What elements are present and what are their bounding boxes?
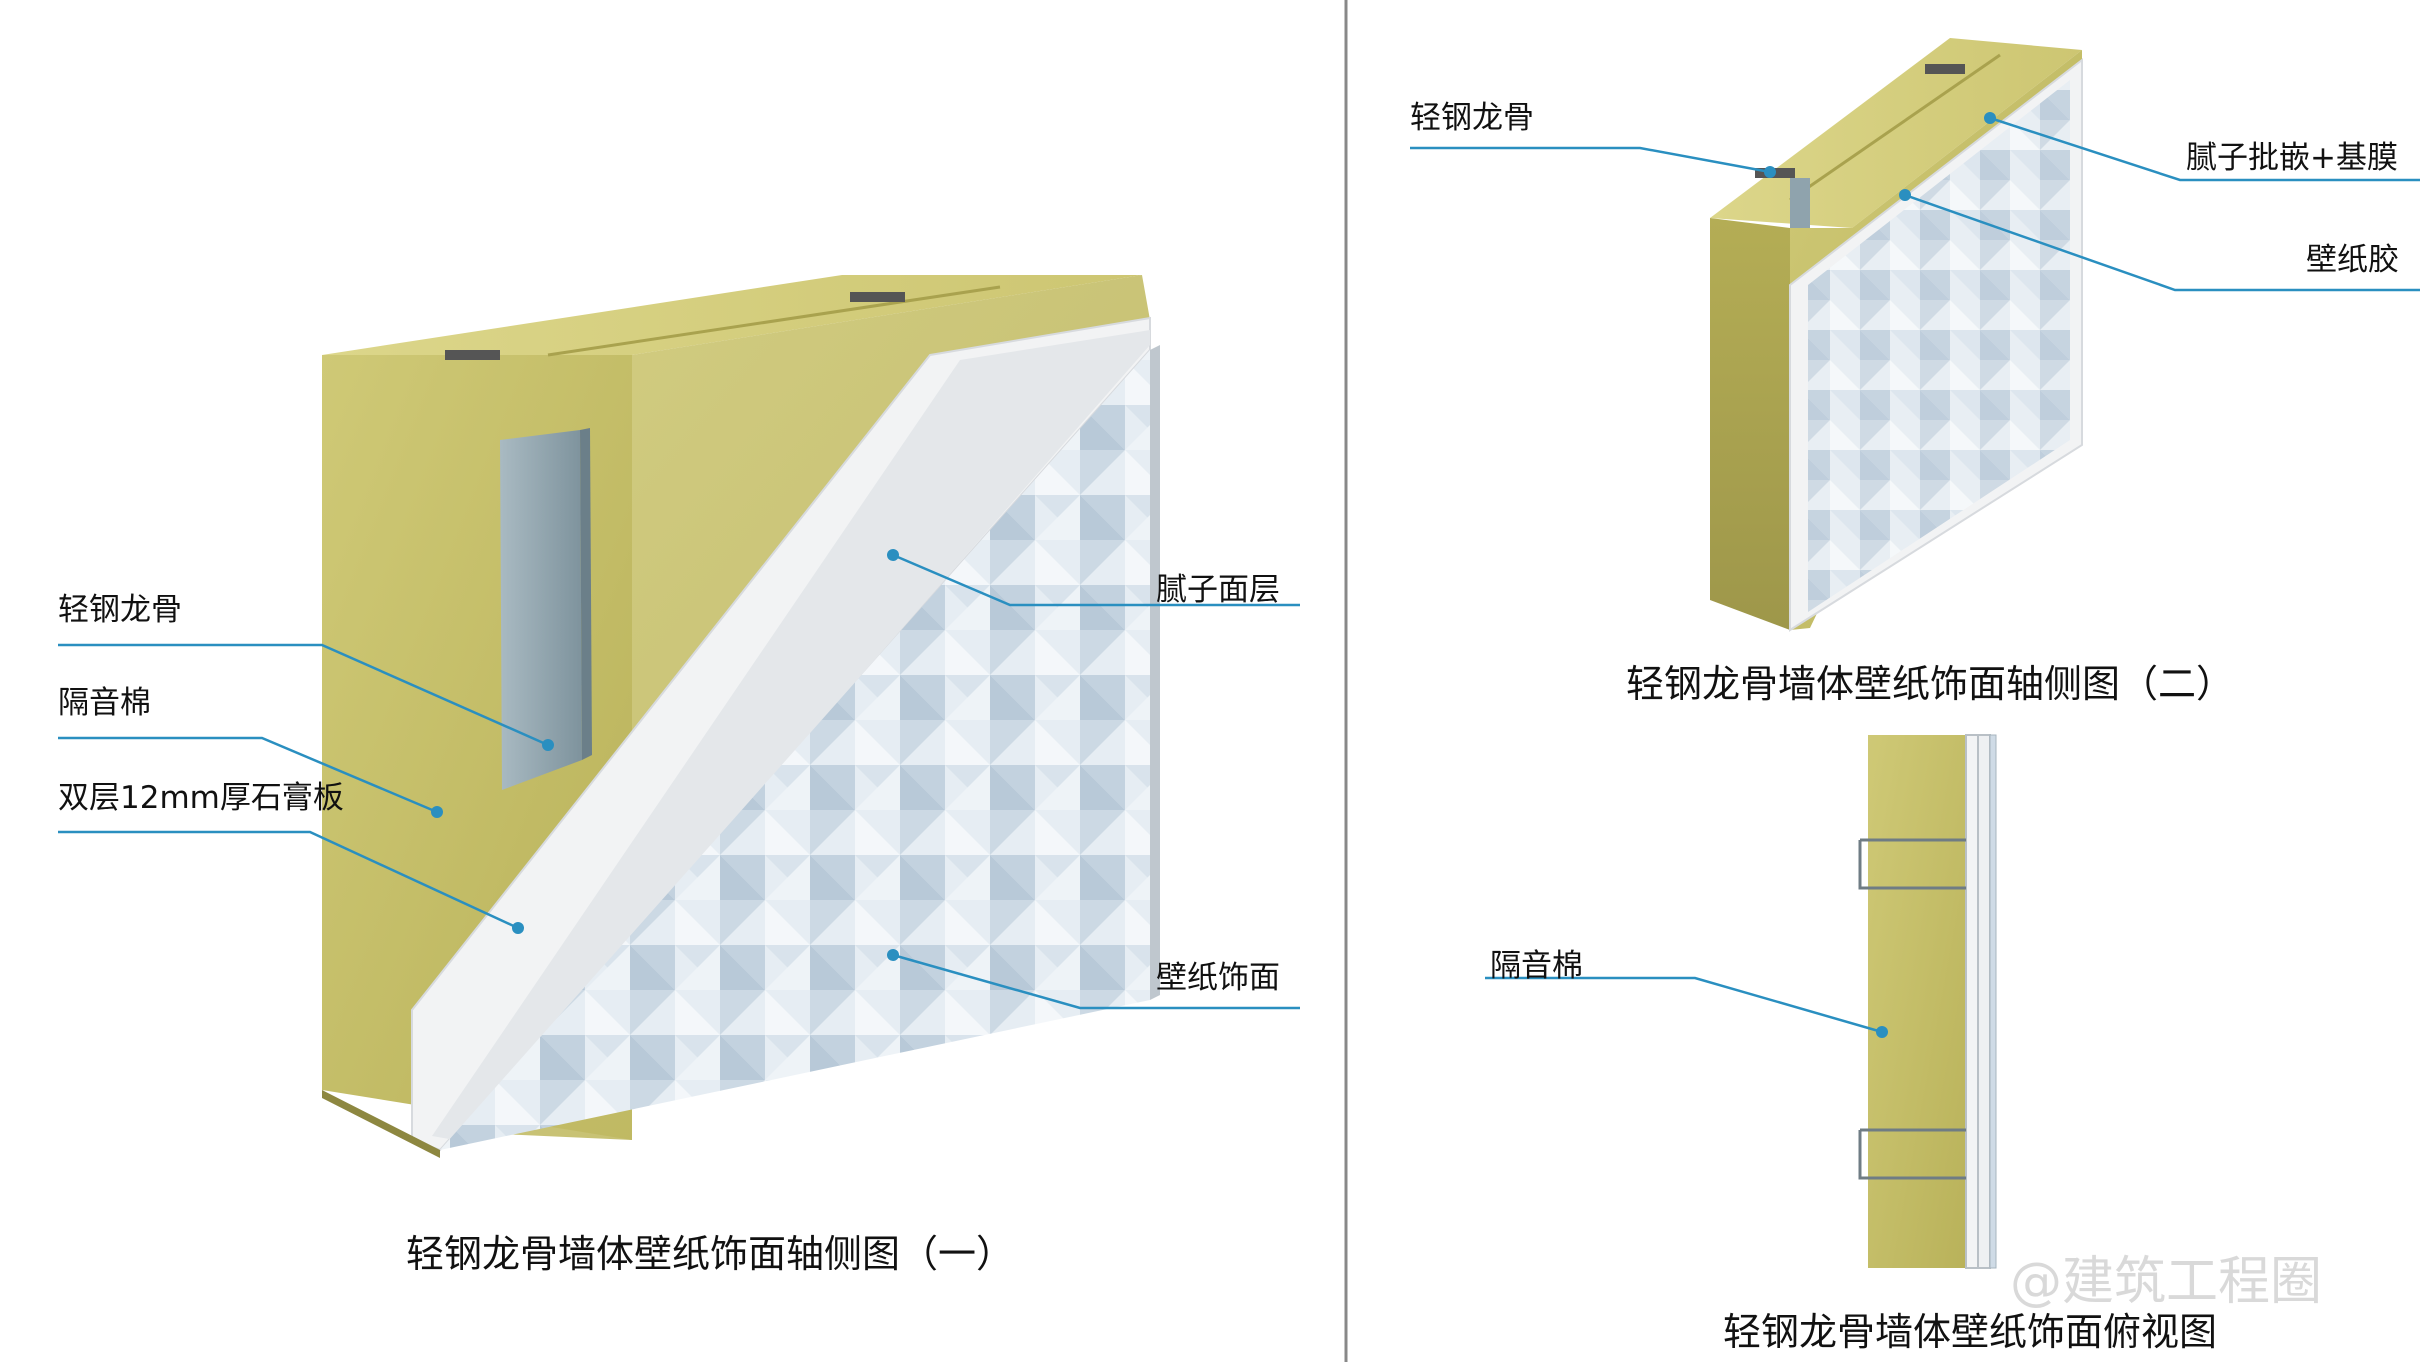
panel1-stud-clip xyxy=(445,350,500,360)
panel1-leader-gypsum xyxy=(58,830,519,930)
label-gypsum-board: 双层12mm厚石膏板 xyxy=(58,780,344,816)
panel1-leader-putty xyxy=(892,553,1300,607)
panel1-wallpaper-face xyxy=(440,350,1150,1150)
panel2-leader-glue xyxy=(1904,193,2420,292)
label-putty-layer: 腻子面层 xyxy=(1156,572,1280,608)
panel3-leader-insulation xyxy=(1485,976,1883,1034)
panel2-steel-stud xyxy=(1790,178,1810,228)
panel1-leader-insulation xyxy=(58,736,438,814)
panel2-leaders xyxy=(1410,116,2420,292)
panel2-wallpaper-face xyxy=(1808,80,2070,612)
caption-isometric-one: 轻钢龙骨墙体壁纸饰面轴侧图（一） xyxy=(405,1232,1014,1276)
panel2-wall-model xyxy=(1710,38,2083,632)
panel1-wall-model xyxy=(322,275,1160,1158)
panel1-leader-wallpaper xyxy=(892,953,1300,1010)
panel3-steel-stud xyxy=(1858,838,1966,890)
panel2-leader-putty-film xyxy=(1989,116,2420,182)
label-light-steel-stud-2: 轻钢龙骨 xyxy=(1410,100,1534,136)
panel3-gypsum-layer xyxy=(1977,734,1991,1269)
panel1-leader-dots xyxy=(431,549,899,961)
label-putty-and-film: 腻子批嵌+基膜 xyxy=(2186,140,2398,176)
panel3-gypsum-layer xyxy=(1965,734,1979,1269)
panel2-stud-clip xyxy=(1925,64,1965,74)
caption-isometric-two: 轻钢龙骨墙体壁纸饰面轴侧图（二） xyxy=(1625,662,2234,706)
panel1-steel-stud xyxy=(500,430,582,790)
watermark: @建筑工程圈 xyxy=(2010,1252,2323,1312)
panel3-wallpaper-layer xyxy=(1989,734,1997,1269)
panel2-leader-stud xyxy=(1410,146,1771,174)
panel2-insulation-side xyxy=(1710,218,1790,630)
panel1-stud-clip xyxy=(850,292,905,302)
label-sound-insulation: 隔音棉 xyxy=(58,685,151,721)
panel1-leader-stud xyxy=(58,643,549,747)
caption-plan-view: 轻钢龙骨墙体壁纸饰面俯视图 xyxy=(1722,1310,2217,1354)
panel3-plan-model xyxy=(1858,734,1997,1269)
panel2-leader-dots xyxy=(1764,112,1996,201)
label-wallpaper-finish: 壁纸饰面 xyxy=(1156,960,1280,996)
panel1-leaders xyxy=(58,553,1300,1010)
panel3-insulation xyxy=(1868,735,1966,1268)
label-wallpaper-glue: 壁纸胶 xyxy=(2306,242,2399,278)
label-light-steel-stud: 轻钢龙骨 xyxy=(58,592,182,628)
label-sound-insulation-plan: 隔音棉 xyxy=(1490,948,1583,984)
panel3-leader-dot xyxy=(1876,1026,1888,1038)
panel3-steel-stud xyxy=(1858,1128,1966,1180)
